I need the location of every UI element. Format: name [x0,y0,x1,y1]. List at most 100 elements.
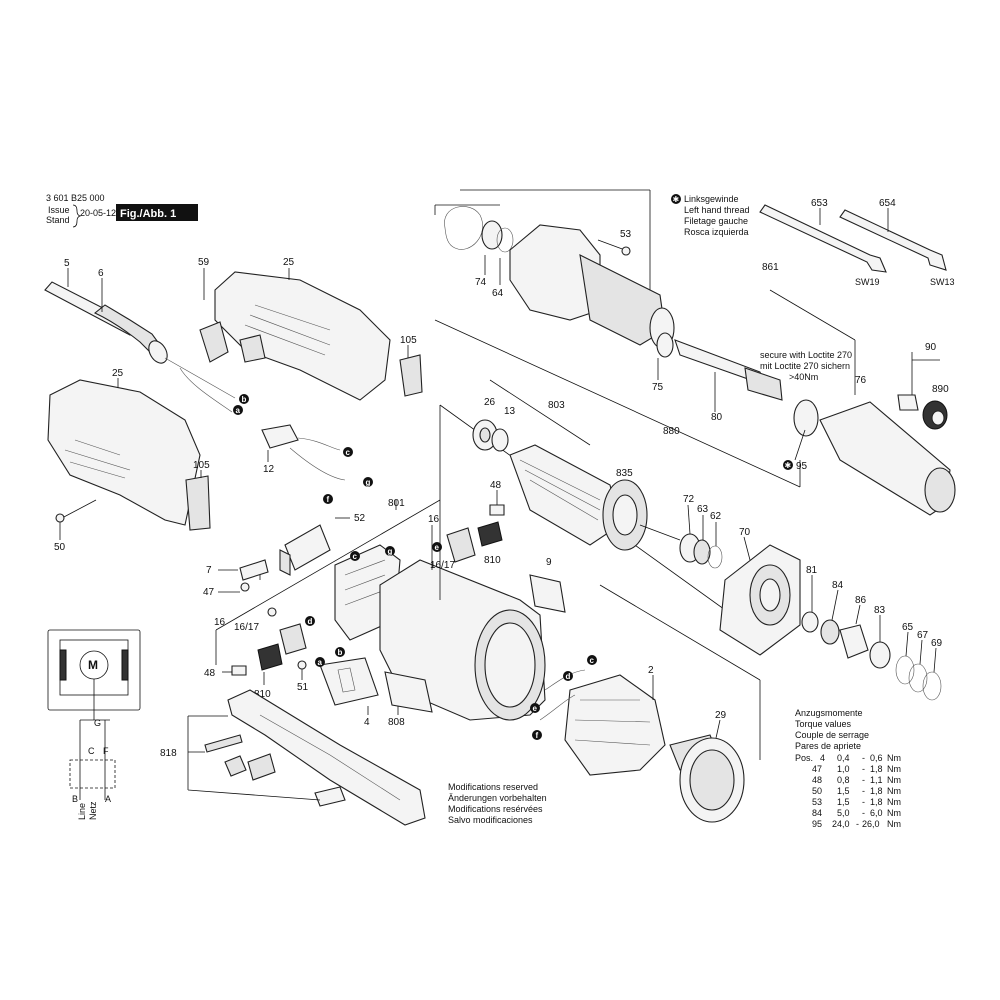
svg-text:Modifications reserved: Modifications reserved [448,782,538,792]
svg-text:Rosca izquierda: Rosca izquierda [684,227,749,237]
svg-text:Nm: Nm [887,819,901,829]
svg-text:-: - [856,819,859,829]
part-label-62: 62 [710,511,722,522]
svg-text:4: 4 [820,753,825,763]
housing-half-upper [199,268,423,401]
plate-808 [384,671,433,715]
part-label-16-17-top: 16/17 [430,560,455,571]
part-label-890: 890 [932,384,949,395]
svg-text:Pares de apriete: Pares de apriete [795,741,861,751]
part-label-29: 29 [715,710,727,721]
svg-text:6,0: 6,0 [870,808,883,818]
terminal-block-4 [319,657,379,715]
connector-f-stator: f [532,730,542,740]
svg-text:Left hand thread: Left hand thread [684,205,750,215]
svg-text:Nm: Nm [887,764,901,774]
part-label-59: 59 [198,257,210,268]
star-marker-95: ✱ [783,460,793,470]
svg-text:-: - [862,775,865,785]
connector-d-stator: d [563,671,573,681]
gear-head-housing [509,224,675,349]
svg-text:G: G [94,718,101,728]
part-label-74: 74 [475,277,487,288]
svg-text:0,6: 0,6 [870,753,883,763]
svg-text:5,0: 5,0 [837,808,850,818]
svg-text:1,8: 1,8 [870,797,883,807]
svg-text:B: B [72,794,78,804]
brush-holder-top [431,490,505,570]
part-label-75: 75 [652,382,664,393]
svg-text:g: g [388,547,393,556]
part-label-105-bottom: 105 [193,460,210,471]
connector-a: a [233,405,243,415]
svg-text:g: g [366,478,371,487]
connector-d-lower: d [305,616,315,626]
svg-text:48: 48 [812,775,822,785]
part-label-26: 26 [484,397,496,408]
part-9 [529,574,566,613]
loctite-note: secure with Loctite 270 mit Loctite 270 … [760,350,852,382]
svg-text:Nm: Nm [887,753,901,763]
part-label-2: 2 [648,665,654,676]
part-label-835: 835 [616,468,633,479]
part-label-13: 13 [504,406,516,417]
connector-g-top: g [363,477,373,487]
switch-plate-52 [279,517,350,576]
svg-text:c: c [353,552,358,561]
part-label-653: 653 [811,198,828,209]
svg-text:secure with Loctite 270: secure with Loctite 270 [760,350,852,360]
svg-text:F: F [103,746,109,756]
part-label-84: 84 [832,580,844,591]
part-label-51: 51 [297,682,309,693]
svg-text:0,8: 0,8 [837,775,850,785]
part-label-801: 801 [388,498,405,509]
part-label-52: 52 [354,513,366,524]
svg-text:-: - [862,797,865,807]
svg-text:Filetage gauche: Filetage gauche [684,216,748,226]
figure-label: Fig./Abb. 1 [120,208,176,220]
svg-text:f: f [327,495,330,504]
part-label-81: 81 [806,565,818,576]
svg-text:>40Nm: >40Nm [789,372,818,382]
svg-text:1,8: 1,8 [870,786,883,796]
svg-text:Linksgewinde: Linksgewinde [684,194,739,204]
svg-text:Änderungen vorbehalten: Änderungen vorbehalten [448,793,547,803]
part-label-810-bottom: 810 [254,689,271,700]
cable-clamp-7 [218,559,269,593]
svg-text:a: a [318,658,323,667]
svg-text:d: d [308,617,313,626]
brush-holder-lower [222,607,307,685]
spindle-80 [656,332,783,412]
svg-text:0,4: 0,4 [837,753,850,763]
armature-835 [491,428,681,551]
switch-assembly-outline [215,499,441,665]
connector-b: b [239,394,249,404]
part-label-654: 654 [879,198,896,209]
connector-c-lower: c [587,655,597,665]
issue-label: Issue [48,205,70,215]
part-label-5: 5 [64,258,70,269]
part-label-80: 80 [711,412,723,423]
connector-e-stator: e [530,703,540,713]
svg-text:1,1: 1,1 [870,775,883,785]
part-label-50: 50 [54,542,66,553]
part-label-861: 861 [762,262,779,273]
svg-text:e: e [435,543,440,552]
part-label-16-17-bottom: 16/17 [234,622,259,633]
part-label-16-top: 16 [428,514,440,525]
modifications-note: Modifications reserved Änderungen vorbeh… [448,782,547,825]
svg-text:1,0: 1,0 [837,764,850,774]
stand-label: Stand [46,215,70,225]
part-label-47: 47 [203,587,215,598]
part-label-67: 67 [917,630,929,641]
connector-c-mid: c [350,551,360,561]
connector-e-top: e [432,542,442,552]
svg-text:✱: ✱ [785,461,792,470]
left-hand-thread-note: ✱ Linksgewinde Left hand thread Filetage… [671,194,750,237]
connector-a-lower: a [315,657,325,667]
part-label-70: 70 [739,527,751,538]
part-label-53: 53 [620,229,632,240]
part-label-48-bottom: 48 [204,668,216,679]
svg-text:Pos.: Pos. [795,753,813,763]
svg-text:95: 95 [812,819,822,829]
